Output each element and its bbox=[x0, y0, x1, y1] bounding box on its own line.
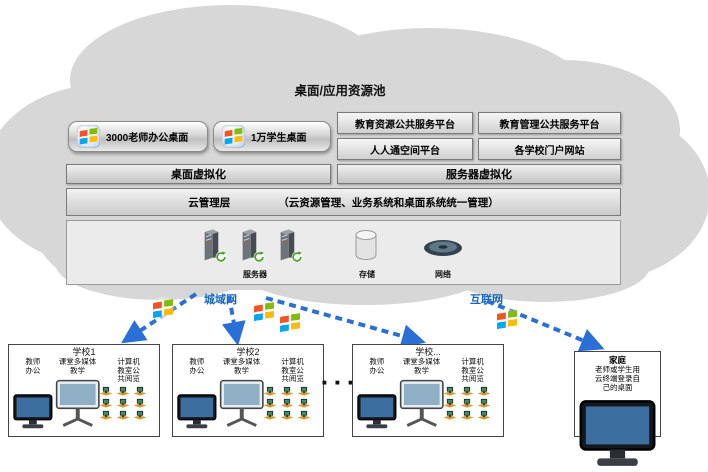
computer-icon bbox=[261, 386, 278, 398]
computer-icon bbox=[458, 410, 475, 422]
computer-icon bbox=[458, 386, 475, 398]
computer-icon bbox=[475, 398, 492, 410]
computer-icon bbox=[441, 410, 458, 422]
management-label: 云管理层 bbox=[188, 196, 231, 209]
platform-box-education-resource: 教育资源公共服务平台 bbox=[337, 112, 473, 134]
server-icon bbox=[277, 225, 297, 263]
monitor-icon bbox=[12, 375, 54, 429]
computer-icon bbox=[114, 410, 131, 422]
server-icon bbox=[201, 225, 221, 263]
computer-icon bbox=[131, 410, 148, 422]
computer-icon bbox=[278, 410, 295, 422]
arrow-to-home bbox=[486, 299, 605, 352]
arrow-to-school-3 bbox=[265, 296, 426, 348]
windows-logo-icon bbox=[277, 310, 303, 336]
school-box: 学校2 教师 办公 课堂多媒体 教学 计算机 教室公 共阅览 bbox=[172, 344, 324, 437]
monitor-icon bbox=[577, 394, 658, 472]
computer-icon bbox=[441, 398, 458, 410]
storage-label: 存储 bbox=[359, 270, 375, 279]
teacher-office-label: 教师 办公 bbox=[369, 357, 385, 375]
windows-logo-icon bbox=[150, 296, 176, 322]
storage-icon bbox=[353, 229, 379, 261]
teacher-desktop-pool: 3000老师办公桌面 bbox=[68, 121, 208, 152]
monitor-icon bbox=[176, 375, 218, 429]
student-desktop-label: 1万学生桌面 bbox=[251, 133, 307, 144]
cloud-management-bar: 云管理层 （云资源管理、业务系统和桌面系统统一管理） bbox=[66, 188, 621, 216]
computer-icon bbox=[278, 386, 295, 398]
platform-box-education-management: 教育管理公共服务平台 bbox=[478, 112, 621, 134]
server-icon bbox=[239, 225, 259, 263]
computer-grid bbox=[441, 386, 492, 422]
computer-icon bbox=[475, 410, 492, 422]
recycle-arrows-icon bbox=[253, 251, 265, 263]
school-title: 学校1 bbox=[72, 347, 96, 357]
computer-grid bbox=[261, 386, 312, 422]
platform-box-renrentong: 人人通空间平台 bbox=[337, 138, 473, 160]
whiteboard-icon bbox=[398, 375, 446, 427]
computer-icon bbox=[114, 386, 131, 398]
multimedia-teaching-label: 课堂多媒体 教学 bbox=[402, 357, 441, 375]
network-label: 网络 bbox=[435, 270, 451, 279]
computer-icon bbox=[441, 386, 458, 398]
computer-icon bbox=[295, 386, 312, 398]
computer-icon bbox=[261, 398, 278, 410]
multimedia-teaching-label: 课堂多媒体 教学 bbox=[58, 357, 97, 375]
student-desktop-pool: 1万学生桌面 bbox=[213, 121, 331, 152]
school-box: 学校1 教师 办公 课堂多媒体 教学 计算机 教室公 共阅览 bbox=[8, 344, 160, 437]
computer-icon bbox=[278, 398, 295, 410]
internet-label: 互联网 bbox=[470, 294, 503, 306]
recycle-arrows-icon bbox=[291, 251, 303, 263]
whiteboard-icon bbox=[54, 375, 102, 427]
platform-box-school-portal: 各学校门户网站 bbox=[478, 138, 621, 160]
school-box: 学校... 教师 办公 课堂多媒体 教学 计算机 教室公 共阅览 bbox=[352, 344, 504, 437]
school-title: 学校2 bbox=[236, 347, 260, 357]
computer-lab-label: 计算机 教室公 共阅览 bbox=[281, 357, 304, 383]
windows-logo-icon bbox=[494, 307, 520, 333]
computer-icon bbox=[114, 398, 131, 410]
computer-icon bbox=[295, 410, 312, 422]
home-description: 老师或学生用 云终端登录自 己的桌面 bbox=[595, 365, 640, 392]
management-detail: （云资源管理、业务系统和桌面系统统一管理） bbox=[278, 196, 499, 209]
computer-icon bbox=[475, 386, 492, 398]
teacher-office-label: 教师 办公 bbox=[25, 357, 41, 375]
servers-label: 服务器 bbox=[243, 270, 267, 279]
multimedia-teaching-label: 课堂多媒体 教学 bbox=[222, 357, 261, 375]
computer-icon bbox=[295, 398, 312, 410]
computer-grid bbox=[97, 386, 148, 422]
computer-icon bbox=[131, 398, 148, 410]
school-title: 学校... bbox=[415, 347, 441, 357]
monitor-icon bbox=[356, 375, 398, 429]
home-box: 家庭 老师或学生用 云终端登录自 己的桌面 bbox=[574, 351, 661, 466]
home-title: 家庭 bbox=[608, 355, 626, 365]
network-disc-icon bbox=[423, 239, 463, 257]
teacher-desktop-label: 3000老师办公桌面 bbox=[106, 133, 189, 144]
diagram-canvas: 桌面/应用资源池 3000老师办公桌面 1万学生桌面 教育资源公共服务平台 教育… bbox=[0, 5, 708, 466]
teacher-office-label: 教师 办公 bbox=[189, 357, 205, 375]
windows-logo-icon bbox=[251, 299, 277, 325]
whiteboard-icon bbox=[218, 375, 266, 427]
computer-lab-label: 计算机 教室公 共阅览 bbox=[461, 357, 484, 383]
schools-ellipsis: ■ ■ ■ bbox=[322, 378, 356, 387]
windows-logo-icon bbox=[222, 125, 245, 148]
desktop-virtualization-bar: 桌面虚拟化 bbox=[66, 164, 331, 184]
computer-icon bbox=[97, 386, 114, 398]
computer-icon bbox=[261, 410, 278, 422]
computer-icon bbox=[131, 386, 148, 398]
windows-logo-icon bbox=[77, 125, 100, 148]
recycle-arrows-icon bbox=[215, 251, 227, 263]
server-virtualization-bar: 服务器虚拟化 bbox=[337, 164, 621, 184]
resource-pool-title: 桌面/应用资源池 bbox=[294, 84, 386, 98]
computer-icon bbox=[97, 398, 114, 410]
infrastructure-panel: 服务器 存储 网络 bbox=[66, 220, 621, 285]
arrow-to-school-2 bbox=[221, 295, 246, 346]
computer-lab-label: 计算机 教室公 共阅览 bbox=[117, 357, 140, 383]
computer-icon bbox=[97, 410, 114, 422]
computer-icon bbox=[458, 398, 475, 410]
